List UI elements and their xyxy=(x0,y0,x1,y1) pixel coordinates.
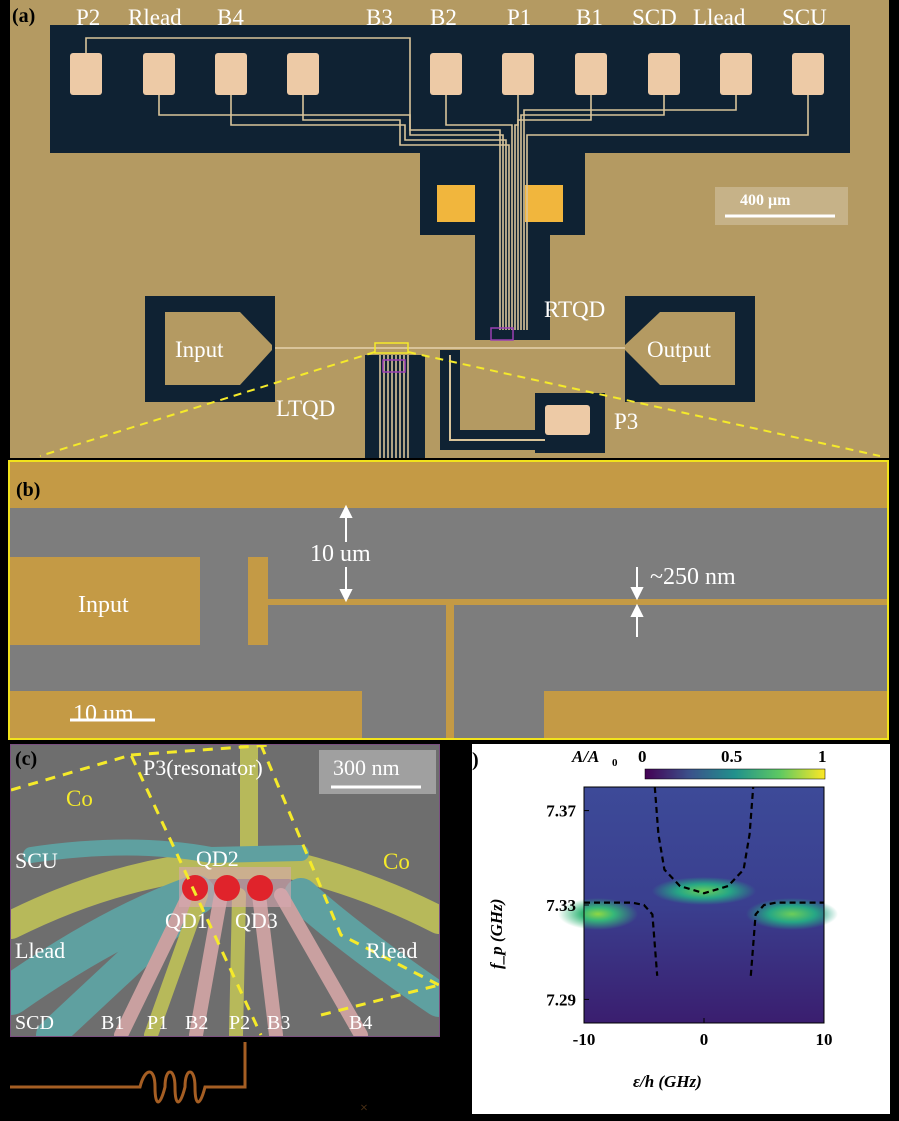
pad-label-b2: B2 xyxy=(430,5,457,30)
panel-a-tag: (a) xyxy=(12,5,36,27)
gate-label-b2: B2 xyxy=(185,1012,209,1034)
colorbar-tick-1: 1 xyxy=(818,747,827,766)
heatmap-plot-area xyxy=(558,787,838,1023)
gate-label-p1: P1 xyxy=(147,1012,169,1034)
panel-b-tag: (b) xyxy=(16,479,41,501)
rlead-label: Rlead xyxy=(366,938,418,963)
colorbar-title: A/A xyxy=(572,747,600,766)
y-tick-label-1: 7.33 xyxy=(546,896,576,915)
pad-label-b4: B4 xyxy=(217,5,244,30)
output-label-a: Output xyxy=(647,337,711,362)
x-axis-label: ε/h (GHz) xyxy=(633,1072,702,1091)
pad-label-p2: P2 xyxy=(76,5,101,30)
dashed-curve-0 xyxy=(584,901,659,976)
heatmap-chart: -10 0 10 7.29 7.33 7.37 xyxy=(546,768,838,1049)
qd2-label: QD2 xyxy=(196,846,239,871)
x-tick-label-1: 0 xyxy=(700,1030,709,1049)
triple-dot-gate-drawing xyxy=(11,745,439,1036)
resonator-label: P3(resonator) xyxy=(143,755,263,780)
qd1-label: QD1 xyxy=(165,908,208,933)
ltqd-label: LTQD xyxy=(276,396,336,421)
x-tick-label-0: -10 xyxy=(573,1030,596,1049)
cross-marker: × xyxy=(360,1101,368,1116)
pad-label-scd: SCD xyxy=(632,5,677,30)
input-label-a: Input xyxy=(175,337,224,362)
p3-label-a: P3 xyxy=(614,409,639,434)
scu-label: SCU xyxy=(15,848,58,873)
resonator-gap-drawing xyxy=(10,462,887,738)
scale-bar-label-c: 300 nm xyxy=(333,755,400,780)
pad-label-p1: P1 xyxy=(507,5,532,30)
gap-width-label: 10 um xyxy=(310,541,371,567)
gate-label-b1: B1 xyxy=(101,1012,125,1034)
colorbar-tick-0: 0 xyxy=(638,747,647,766)
x-tick-label-2: 10 xyxy=(816,1030,833,1049)
colorbar-tick-05: 0.5 xyxy=(721,747,743,766)
dashed-curve-2 xyxy=(749,901,824,976)
qd3-label: QD3 xyxy=(235,908,278,933)
resonator-inductor-symbol xyxy=(10,1042,247,1104)
axis-tick-group: -10 0 10 7.29 7.33 7.37 xyxy=(546,802,832,1049)
gate-label-b3: B3 xyxy=(267,1012,291,1034)
panel-d-heatmap: -10 0 10 7.29 7.33 7.37 ) A/A 0 0 0.5 1 ε/h (… xyxy=(472,744,890,1114)
y-tick-label-0: 7.29 xyxy=(546,990,576,1009)
pad-label-llead: Llead xyxy=(693,5,746,30)
scale-bar-label-a: 400 μm xyxy=(740,192,791,209)
gate-label-b4: B4 xyxy=(349,1012,373,1034)
pad-label-scu: SCU xyxy=(782,5,827,30)
colorbar xyxy=(644,768,826,780)
scale-bar-label-b: 10 um xyxy=(73,701,134,727)
scd-label: SCD xyxy=(15,1012,54,1034)
panel-c-device-sem: (c) P3(resonator) 300 nm Co Co SCU QD2 Q… xyxy=(10,744,440,1037)
co-label-left: Co xyxy=(66,786,93,811)
y-tick-label-2: 7.37 xyxy=(546,802,576,821)
input-label-b: Input xyxy=(78,592,129,618)
colorbar-title-sub: 0 xyxy=(612,757,618,769)
dashed-curve-group xyxy=(584,786,824,976)
co-label-right: Co xyxy=(383,849,410,874)
pad-label-b3: B3 xyxy=(366,5,393,30)
panel-b-sem-image: (b) Input 10 um ~250 nm 10 um xyxy=(8,460,889,740)
chip-layout-drawing xyxy=(39,25,881,458)
pad-label-b1: B1 xyxy=(576,5,603,30)
panel-d-tag: ) xyxy=(472,749,479,771)
y-axis-label: f_p (GHz) xyxy=(487,898,506,969)
line-width-label: ~250 nm xyxy=(650,564,736,590)
llead-label: Llead xyxy=(15,938,66,963)
panel-c-tag: (c) xyxy=(15,748,38,770)
rtqd-label: RTQD xyxy=(544,297,606,322)
panel-a-optical-image: (a) P2 Rlead B4 B3 B2 P1 B1 SCD Llead SC… xyxy=(10,0,889,458)
dashed-curve-1 xyxy=(653,786,755,895)
pad-label-rlead: Rlead xyxy=(128,5,182,30)
gate-label-p2: P2 xyxy=(229,1012,251,1034)
